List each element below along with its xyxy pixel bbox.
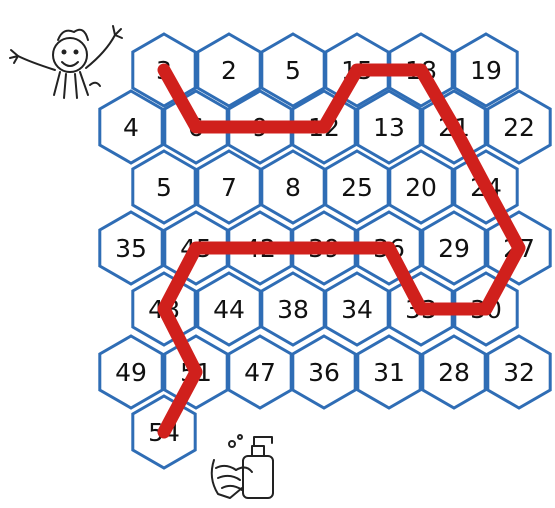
hex-cell[interactable]: 29 bbox=[423, 212, 485, 284]
hex-number: 47 bbox=[244, 358, 276, 387]
hex-number: 36 bbox=[308, 358, 340, 387]
hex-cell[interactable]: 25 bbox=[326, 151, 388, 223]
hex-number: 13 bbox=[373, 113, 405, 142]
hex-number: 38 bbox=[277, 295, 309, 324]
hex-cell[interactable]: 34 bbox=[326, 273, 388, 345]
hex-cell[interactable]: 35 bbox=[100, 212, 162, 284]
hex-cell[interactable]: 5 bbox=[133, 151, 195, 223]
hex-number: 19 bbox=[470, 56, 502, 85]
hex-cell[interactable]: 20 bbox=[390, 151, 452, 223]
hex-number: 29 bbox=[438, 234, 470, 263]
hex-cell[interactable]: 31 bbox=[358, 336, 420, 408]
hex-number: 8 bbox=[285, 173, 301, 202]
hex-cell[interactable]: 4 bbox=[100, 91, 162, 163]
cartoon-person-washing-hands-icon bbox=[10, 26, 122, 98]
hex-number: 35 bbox=[115, 234, 147, 263]
hex-number: 25 bbox=[341, 173, 373, 202]
hex-cell[interactable]: 32 bbox=[488, 336, 550, 408]
hex-cell[interactable]: 28 bbox=[423, 336, 485, 408]
hex-number: 20 bbox=[405, 173, 437, 202]
hex-number: 28 bbox=[438, 358, 470, 387]
hex-cell[interactable]: 8 bbox=[262, 151, 324, 223]
soap-pump-and-hands-icon bbox=[212, 435, 273, 498]
hex-number: 31 bbox=[373, 358, 405, 387]
hex-number: 34 bbox=[341, 295, 373, 324]
hex-cell[interactable]: 7 bbox=[198, 151, 260, 223]
hex-cell[interactable]: 49 bbox=[100, 336, 162, 408]
hex-cell[interactable]: 22 bbox=[488, 91, 550, 163]
hex-cell[interactable]: 38 bbox=[262, 273, 324, 345]
hex-number: 5 bbox=[285, 56, 301, 85]
hex-number: 44 bbox=[213, 295, 245, 324]
hex-cell[interactable]: 47 bbox=[229, 336, 291, 408]
hex-number: 32 bbox=[503, 358, 535, 387]
hex-cell[interactable]: 36 bbox=[293, 336, 355, 408]
hex-number: 7 bbox=[221, 173, 237, 202]
hex-number: 2 bbox=[221, 56, 237, 85]
hex-number: 5 bbox=[156, 173, 172, 202]
hex-number: 22 bbox=[503, 113, 535, 142]
hex-number: 49 bbox=[115, 358, 147, 387]
hex-cell[interactable]: 44 bbox=[198, 273, 260, 345]
hex-number: 4 bbox=[123, 113, 139, 142]
